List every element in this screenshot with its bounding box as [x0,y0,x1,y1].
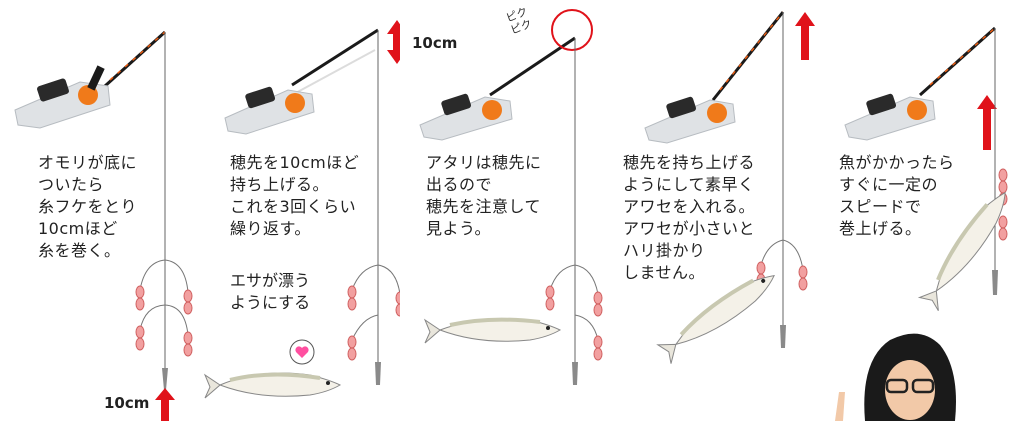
step-5-panel: 魚がかかったら すぐに一定の スピードで 巻上げる。 [815,0,1018,421]
fish-icon [423,317,562,344]
fish-icon [917,191,1006,311]
step-2-illustration [203,20,400,399]
up-arrow-icon [977,95,997,150]
reel-icon [844,93,936,141]
sinker-icon [162,368,168,390]
double-arrow-icon [387,20,400,64]
step-3-caption: アタリは穂先に 出るので 穂先を注意して 見よう。 [426,153,542,238]
step-2-caption: 穂先を10cmほど 持ち上げる。 これを3回くらい 繰り返す。 [230,153,360,238]
heart-icon [289,339,315,365]
rod-icon [919,26,996,97]
step-4-illustration [644,11,815,364]
step-1-measure: 10cm [104,394,150,412]
step-4-caption: 穂先を持ち上げる ようにして素早く アワセを入れる。 アワセが小さいと ハリ掛か… [623,153,756,282]
step-5-illustration [835,26,1008,421]
step-3-illustration [419,9,603,385]
step-1-panel: オモリが底に ついたら 糸フケをとり 10cmほど 糸を巻く。 10cm [0,0,200,421]
fish-icon [656,274,775,364]
circle-highlight-icon [551,9,593,51]
step-2-panel: 穂先を10cmほど 持ち上げる。 これを3回くらい 繰り返す。 エサが漂う よう… [200,0,457,421]
step-3-panel: ピク ピク アタリは穂先に 出るので 穂先を注意して 見よう。 [400,0,605,421]
step-2-note: エサが漂う ようにする [230,271,311,312]
up-arrow-icon [795,12,815,60]
sinker-icon [992,270,998,295]
reel-icon [419,93,513,141]
step-1-illustration [14,30,193,421]
up-arrow-icon [155,388,175,421]
sinker-icon [572,362,578,385]
sinker-icon [375,362,381,385]
fish-icon [203,372,342,399]
step-5-caption: 魚がかかったら すぐに一定の スピードで 巻上げる。 [839,153,955,238]
rod-icon [291,28,379,87]
reel-icon [644,96,736,144]
step-4-panel: 穂先を持ち上げる ようにして素早く アワセを入れる。 アワセが小さいと ハリ掛か… [605,0,815,421]
step-1-caption: オモリが底に ついたら 糸フケをとり 10cmほど 糸を巻く。 [38,153,138,260]
bait-rig-icon [545,264,603,361]
step-2-measure: 10cm [412,34,458,52]
sinker-icon [780,325,786,348]
woman-portrait-icon [835,333,956,421]
reel-icon [224,86,315,135]
bait-rig-icon [135,259,193,357]
rod-icon [93,30,167,97]
reel-icon [14,65,111,129]
bait-rig-icon [347,264,400,361]
